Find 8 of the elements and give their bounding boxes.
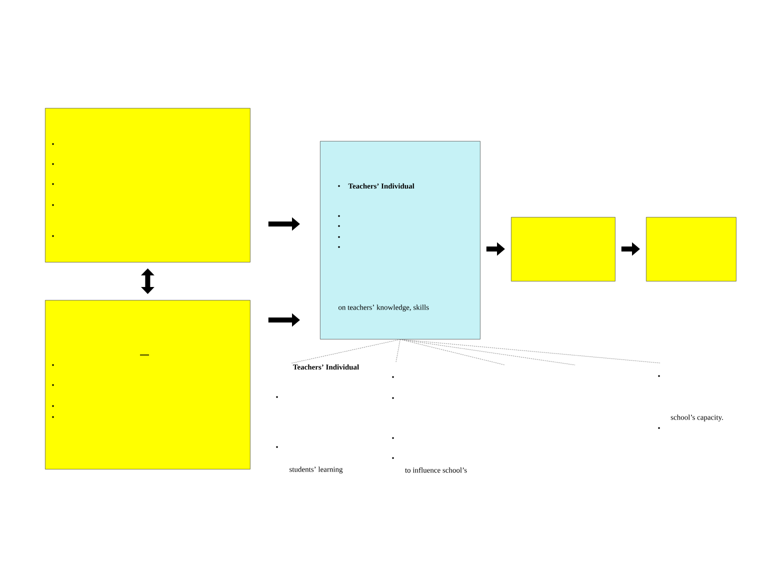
empty-box	[45, 300, 250, 470]
leader-line	[291, 339, 400, 364]
empty-box	[511, 217, 616, 282]
leader-line	[400, 339, 660, 364]
leader-line	[396, 339, 400, 362]
leader-line	[400, 339, 506, 366]
empty-box	[646, 217, 736, 282]
empty-box	[45, 108, 250, 262]
